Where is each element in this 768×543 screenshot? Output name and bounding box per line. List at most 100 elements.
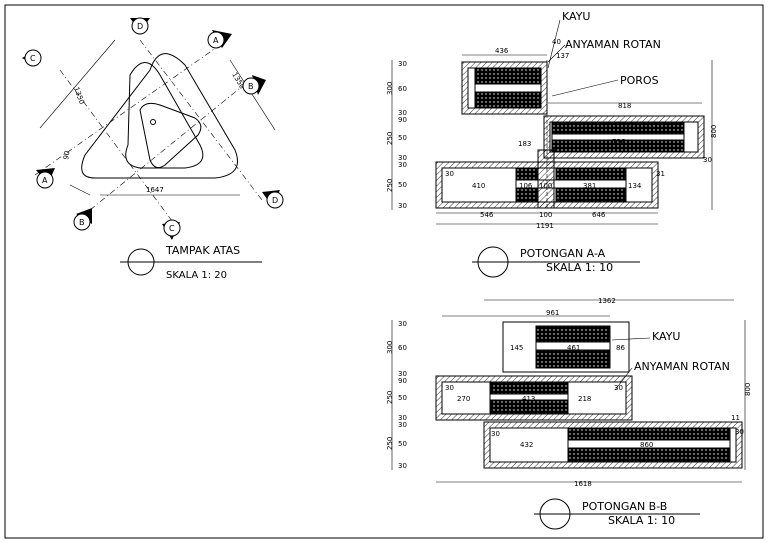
svg-text:C: C bbox=[169, 224, 175, 233]
svg-text:D: D bbox=[137, 22, 143, 31]
svg-text:413: 413 bbox=[522, 395, 535, 403]
top-view bbox=[34, 39, 276, 226]
svg-text:145: 145 bbox=[510, 344, 523, 352]
svg-text:100: 100 bbox=[539, 211, 552, 219]
svg-text:60: 60 bbox=[398, 344, 407, 352]
svg-text:137: 137 bbox=[556, 52, 569, 60]
svg-text:1362: 1362 bbox=[598, 297, 616, 305]
svg-text:300: 300 bbox=[386, 341, 394, 354]
marker-b-bottom: B bbox=[73, 208, 92, 231]
svg-text:B: B bbox=[79, 218, 85, 227]
top-view-mid-triangle bbox=[125, 62, 204, 169]
svg-text:30: 30 bbox=[398, 60, 407, 68]
top-dim-1350: 1350 bbox=[72, 86, 86, 105]
marker-a-top: A bbox=[207, 30, 232, 49]
svg-text:A: A bbox=[213, 36, 219, 45]
marker-c-left: C bbox=[22, 49, 42, 67]
svg-text:50: 50 bbox=[398, 181, 407, 189]
aa-callout-kayu: KAYU bbox=[562, 10, 590, 23]
svg-text:30: 30 bbox=[735, 428, 744, 436]
svg-text:D: D bbox=[272, 196, 278, 205]
bb-title: POTONGAN B-B bbox=[582, 500, 667, 513]
bb-horizontal-dims: 1362 961 145 461 86 270 413 218 30 30 43… bbox=[445, 297, 653, 488]
svg-text:30: 30 bbox=[398, 421, 407, 429]
svg-text:30: 30 bbox=[703, 156, 712, 164]
marker-c-bottom: C bbox=[162, 219, 181, 240]
aa-callout-rotan: ANYAMAN ROTAN bbox=[565, 38, 661, 51]
svg-text:30: 30 bbox=[491, 430, 500, 438]
svg-text:1618: 1618 bbox=[574, 480, 592, 488]
svg-text:30: 30 bbox=[614, 384, 623, 392]
svg-text:961: 961 bbox=[546, 309, 559, 317]
aa-right-dims: 800 30 40 bbox=[552, 38, 718, 164]
svg-text:A: A bbox=[42, 176, 48, 185]
bb-title-block: POTONGAN B-B SKALA 1: 10 bbox=[534, 498, 700, 530]
svg-text:860: 860 bbox=[640, 441, 653, 449]
svg-text:30: 30 bbox=[398, 320, 407, 328]
top-view-title-block: TAMPAK ATAS SKALA 1: 20 bbox=[120, 244, 262, 281]
svg-text:86: 86 bbox=[616, 344, 625, 352]
svg-text:B: B bbox=[248, 82, 254, 91]
top-view-pivot bbox=[150, 119, 156, 125]
top-view-large-triangle bbox=[81, 53, 238, 179]
svg-text:90: 90 bbox=[398, 116, 407, 124]
svg-text:300: 300 bbox=[386, 82, 394, 95]
svg-text:461: 461 bbox=[567, 344, 580, 352]
marker-d-top: D bbox=[130, 17, 150, 35]
svg-text:C: C bbox=[30, 54, 36, 63]
top-view-small-triangle bbox=[139, 102, 202, 169]
top-dim-1647: 1647 bbox=[146, 186, 164, 194]
svg-text:30: 30 bbox=[398, 202, 407, 210]
svg-text:30: 30 bbox=[398, 161, 407, 169]
aa-title: POTONGAN A-A bbox=[520, 247, 606, 260]
svg-text:1191: 1191 bbox=[536, 222, 554, 230]
svg-text:250: 250 bbox=[386, 179, 394, 192]
section-aa bbox=[391, 19, 713, 225]
svg-text:646: 646 bbox=[592, 211, 606, 219]
sheet-frame bbox=[4, 4, 764, 539]
svg-text:90: 90 bbox=[398, 377, 407, 385]
svg-text:31: 31 bbox=[656, 170, 665, 178]
bb-callout-rotan: ANYAMAN ROTAN bbox=[634, 360, 730, 373]
svg-text:736: 736 bbox=[612, 138, 626, 146]
svg-text:30: 30 bbox=[398, 109, 407, 117]
svg-text:218: 218 bbox=[578, 395, 591, 403]
svg-text:40: 40 bbox=[552, 38, 561, 46]
svg-text:50: 50 bbox=[398, 440, 407, 448]
svg-text:800: 800 bbox=[744, 383, 752, 396]
bb-callout-kayu: KAYU bbox=[652, 330, 680, 343]
svg-text:250: 250 bbox=[386, 437, 394, 450]
svg-text:250: 250 bbox=[386, 132, 394, 145]
svg-text:546: 546 bbox=[480, 211, 494, 219]
svg-text:30: 30 bbox=[398, 154, 407, 162]
svg-text:30: 30 bbox=[445, 384, 454, 392]
svg-text:30: 30 bbox=[398, 370, 407, 378]
svg-text:50: 50 bbox=[398, 394, 407, 402]
svg-text:60: 60 bbox=[398, 85, 407, 93]
svg-text:30: 30 bbox=[398, 414, 407, 422]
svg-text:818: 818 bbox=[618, 102, 631, 110]
marker-b-right: B bbox=[242, 75, 266, 95]
top-view-title: TAMPAK ATAS bbox=[165, 244, 240, 257]
aa-left-dims: 30 60 300 30 90 50 30 250 30 50 250 30 bbox=[386, 60, 407, 210]
svg-text:432: 432 bbox=[520, 441, 533, 449]
top-dim-90: 90 bbox=[62, 150, 71, 160]
aa-callout-poros: POROS bbox=[620, 74, 659, 87]
bb-right-dims: 800 11 30 bbox=[731, 383, 752, 436]
svg-text:100: 100 bbox=[539, 182, 552, 190]
svg-text:11: 11 bbox=[731, 414, 740, 422]
aa-scale: SKALA 1: 10 bbox=[546, 261, 613, 274]
svg-text:30: 30 bbox=[445, 170, 454, 178]
section-bb bbox=[391, 299, 746, 483]
svg-text:183: 183 bbox=[518, 140, 531, 148]
svg-text:270: 270 bbox=[457, 395, 470, 403]
top-view-scale: SKALA 1: 20 bbox=[166, 270, 227, 281]
svg-text:410: 410 bbox=[472, 182, 485, 190]
svg-text:381: 381 bbox=[583, 182, 596, 190]
aa-title-block: POTONGAN A-A SKALA 1: 10 bbox=[472, 246, 640, 278]
bb-left-dims: 30 60 300 30 90 50 30 250 30 50 250 30 bbox=[386, 320, 407, 470]
aa-horizontal-dims: 436 137 818 736 183 410 106 100 381 134 … bbox=[445, 47, 665, 230]
marker-a-left: A bbox=[36, 168, 55, 189]
svg-text:106: 106 bbox=[519, 182, 533, 190]
